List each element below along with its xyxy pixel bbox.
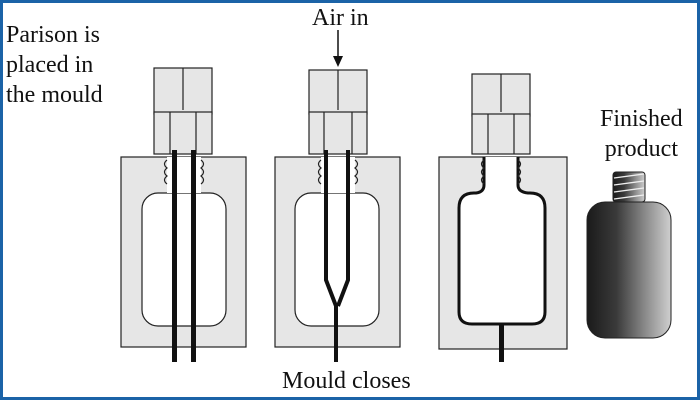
parison-placed-label: Parison is placed in the mould <box>6 22 103 108</box>
mould-cavity <box>141 192 227 327</box>
parison-tail <box>499 324 504 362</box>
finished-bottle <box>586 171 672 339</box>
blow-pin-head <box>153 67 213 155</box>
neck-thread <box>317 159 359 185</box>
thread-lines <box>613 173 645 200</box>
neck-thread <box>480 159 522 185</box>
blow-pin-head <box>308 69 368 155</box>
blow-pin-head <box>471 73 531 155</box>
bottle-body <box>586 201 672 339</box>
stage-3-bottle-blown <box>438 73 568 362</box>
stage-1-parison-placed <box>120 67 247 362</box>
finished-product-label: Finished product <box>600 106 683 162</box>
stage-2-mould-closes <box>274 30 401 362</box>
air-in-arrow-head <box>333 56 343 67</box>
parison-left-wall <box>172 150 177 362</box>
parison-right-wall <box>191 150 196 362</box>
neck-thread <box>163 159 205 185</box>
air-in-label: Air in <box>312 5 369 31</box>
parison-pinched <box>324 150 350 362</box>
mould-closes-label: Mould closes <box>282 368 411 394</box>
